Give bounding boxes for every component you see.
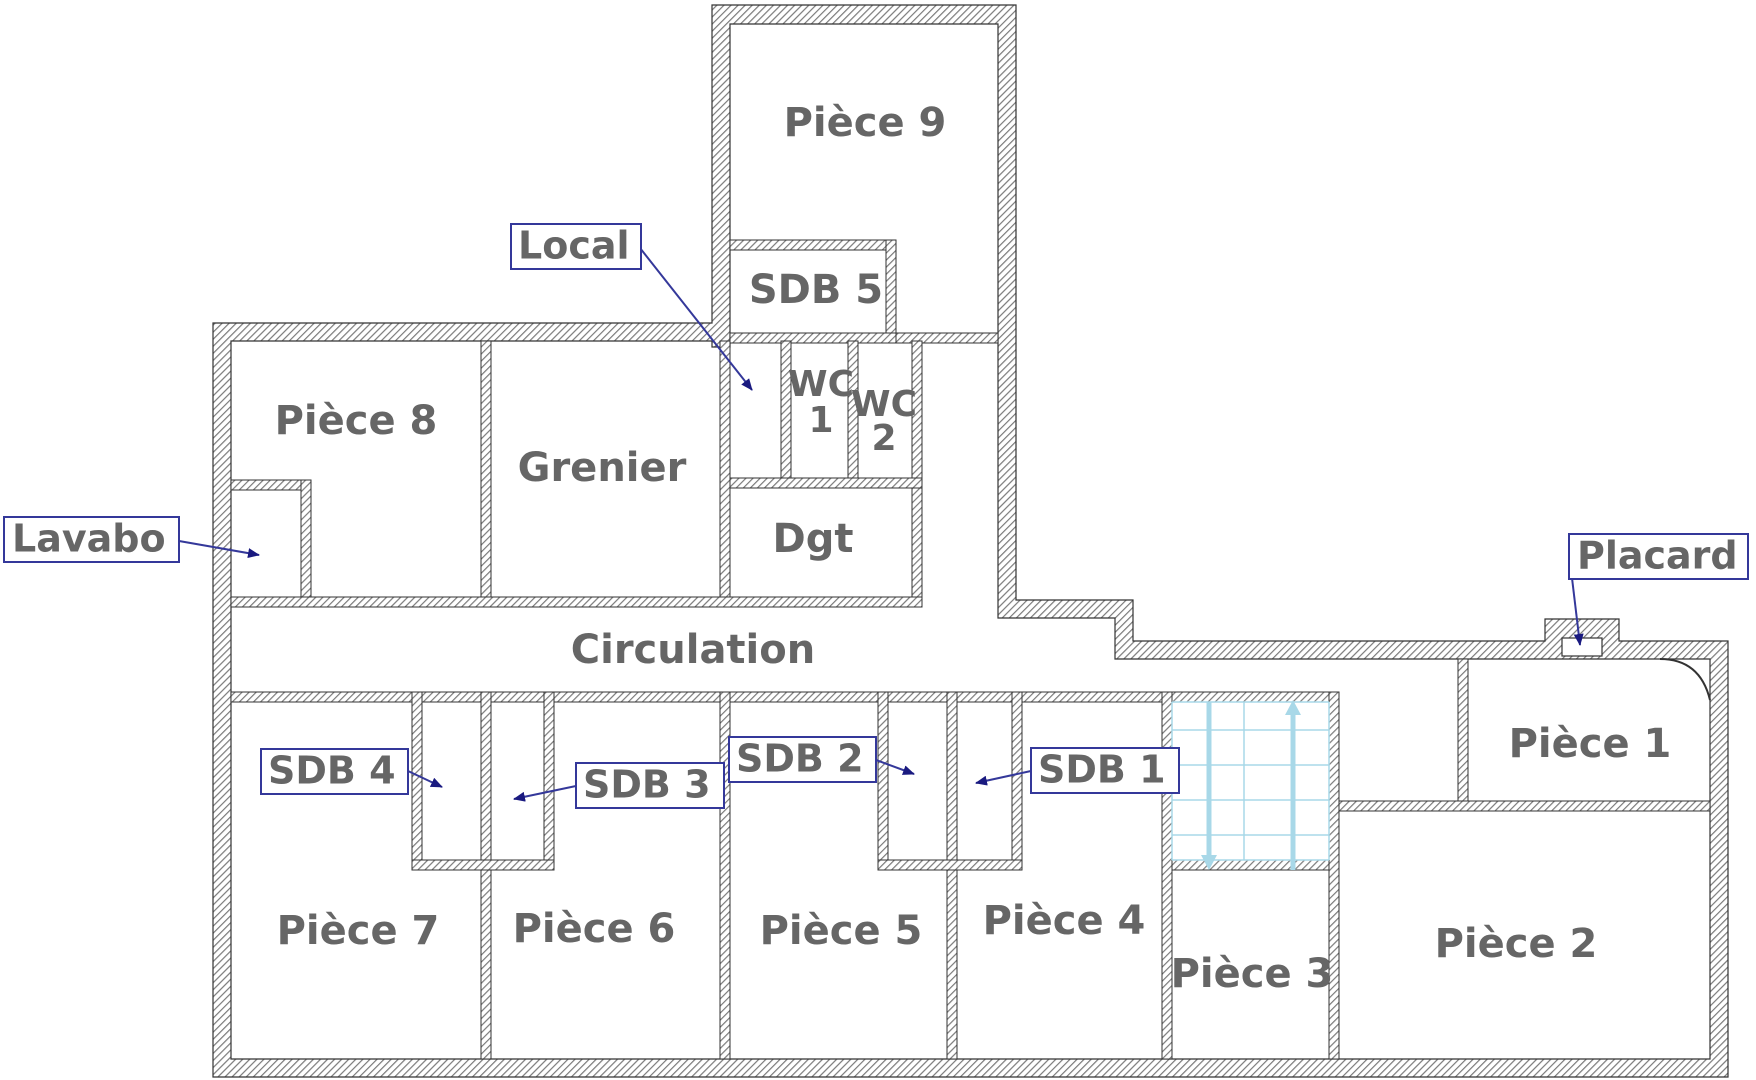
- callout-sdb3: SDB 3: [583, 763, 711, 807]
- outer-wall: [212, 4, 1729, 1078]
- room-labels: Pièce 9 SDB 5 Pièce 8 Grenier WC 1 WC 2 …: [275, 100, 1672, 997]
- stair-arrows: [1201, 700, 1301, 870]
- room-label-piece5: Pièce 5: [760, 908, 923, 954]
- callout-placard: Placard: [1577, 534, 1738, 578]
- callout-lavabo: Lavabo: [12, 517, 166, 561]
- room-label-wc2-top: WC: [851, 384, 917, 425]
- room-label-wc1-num: 1: [808, 400, 833, 441]
- stair-grid: [1171, 701, 1330, 861]
- callout-sdb1: SDB 1: [1038, 748, 1166, 792]
- callout-sdb2: SDB 2: [736, 737, 864, 781]
- room-label-wc1-top: WC: [788, 364, 854, 405]
- callout-local: Local: [518, 224, 630, 268]
- room-corner-curve: [1659, 658, 1711, 701]
- room-label-piece6: Pièce 6: [513, 906, 676, 952]
- room-label-piece1: Pièce 1: [1509, 721, 1672, 767]
- room-label-piece8: Pièce 8: [275, 398, 438, 444]
- room-label-wc2-num: 2: [871, 418, 896, 459]
- room-label-dgt: Dgt: [773, 516, 854, 562]
- room-label-circulation: Circulation: [571, 627, 815, 673]
- interior-walls: [230, 239, 1711, 1060]
- callouts: Local Lavabo Placard SDB 4 SDB 3 SDB 2 S…: [3, 223, 1749, 809]
- room-label-piece3: Pièce 3: [1171, 951, 1334, 997]
- room-label-grenier: Grenier: [518, 445, 687, 491]
- room-label-sdb5: SDB 5: [749, 267, 883, 313]
- callout-sdb4: SDB 4: [268, 749, 396, 793]
- room-label-piece4: Pièce 4: [983, 898, 1146, 944]
- room-label-piece9: Pièce 9: [784, 100, 947, 146]
- room-label-piece2: Pièce 2: [1435, 921, 1598, 967]
- room-label-piece7: Pièce 7: [277, 908, 440, 954]
